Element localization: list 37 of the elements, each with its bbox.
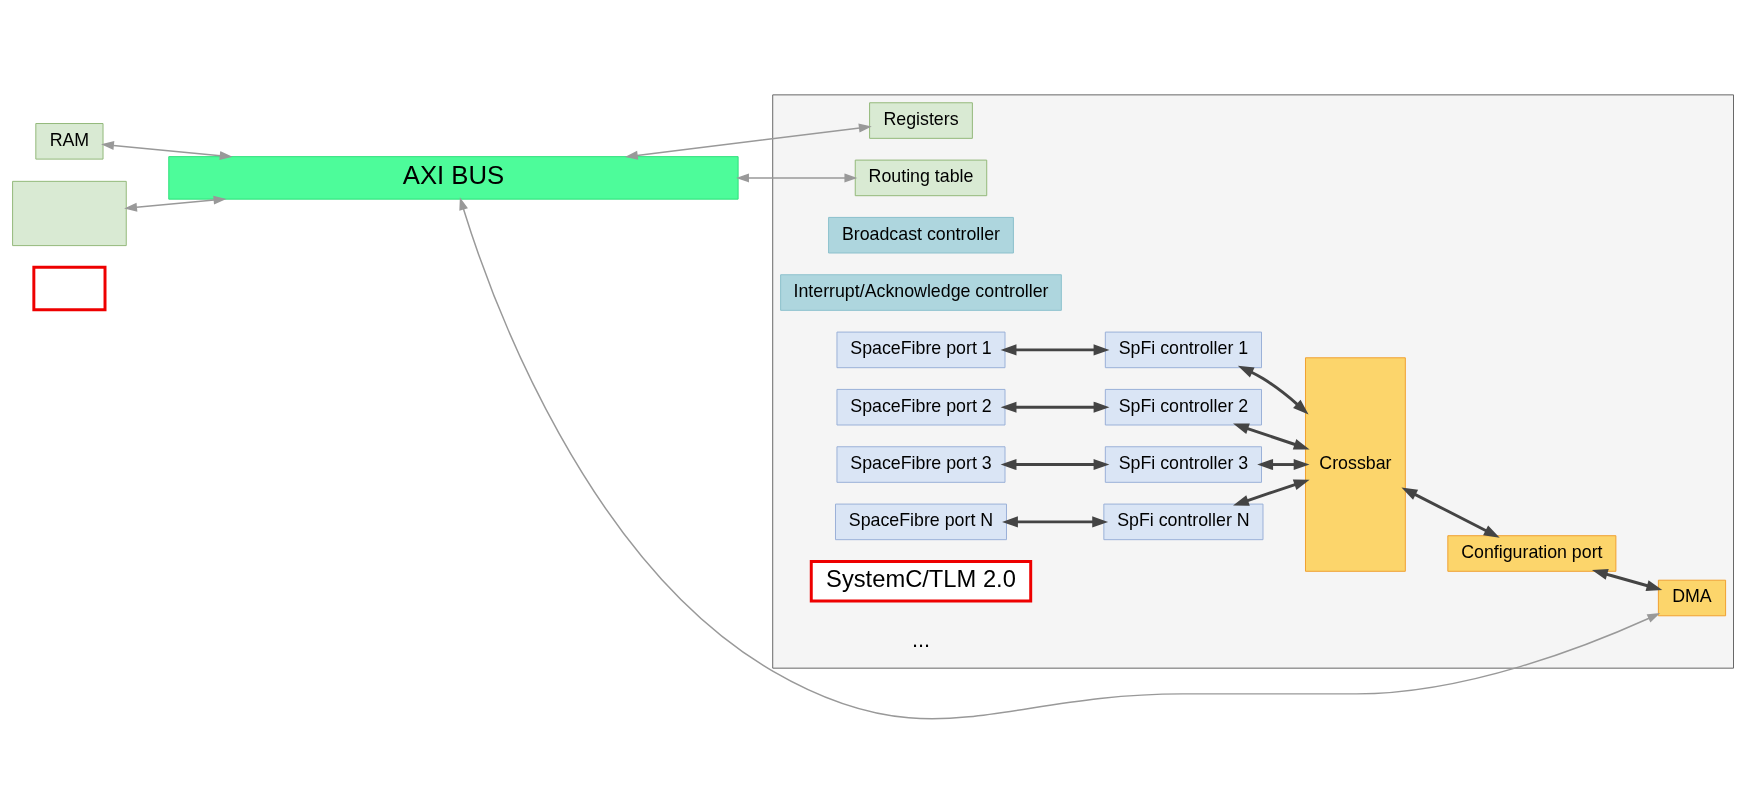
node-box: SystemC/TLM 2.0 <box>809 559 1033 603</box>
node-box: SpFi controller 2 <box>1104 388 1262 426</box>
arrow <box>1401 487 1500 538</box>
arrow <box>1000 401 1110 413</box>
cluster <box>772 94 1734 669</box>
arrow <box>1257 459 1310 471</box>
node-box <box>12 180 127 247</box>
node-box <box>32 265 107 312</box>
node-box: Registers <box>869 102 973 139</box>
node-box: SpFi controller 1 <box>1104 331 1262 369</box>
node-box: Configuration port <box>1447 535 1617 572</box>
node-box: Interrupt/Acknowledge controller <box>780 274 1062 311</box>
node-box: Routing table <box>854 159 988 197</box>
arrow <box>459 197 1661 720</box>
node-box: SpaceFibre port 3 <box>836 446 1006 483</box>
arrow <box>101 141 233 161</box>
arrow <box>1237 365 1309 415</box>
arrow <box>1591 569 1663 591</box>
arrow <box>1233 423 1310 450</box>
node-box: SpaceFibre port 2 <box>836 388 1006 426</box>
arrow <box>624 123 872 160</box>
node-box: SpaceFibre port N <box>835 503 1007 541</box>
arrow <box>736 173 858 183</box>
arrow <box>1000 344 1110 356</box>
node-box: Crossbar <box>1305 357 1406 572</box>
node-box: SpFi controller 3 <box>1104 446 1262 483</box>
node-box: DMA <box>1657 579 1727 617</box>
node-box: SpFi controller N <box>1103 503 1264 541</box>
arrow <box>1233 479 1310 506</box>
node-box: Broadcast controller <box>828 216 1014 254</box>
arrow <box>1000 459 1110 471</box>
arrow <box>1002 516 1109 528</box>
label: ... <box>911 627 931 653</box>
arrow <box>124 195 227 212</box>
node-box: AXI BUS <box>168 156 739 200</box>
node-box: RAM <box>35 123 104 160</box>
node-box: SpaceFibre port 1 <box>836 331 1006 369</box>
